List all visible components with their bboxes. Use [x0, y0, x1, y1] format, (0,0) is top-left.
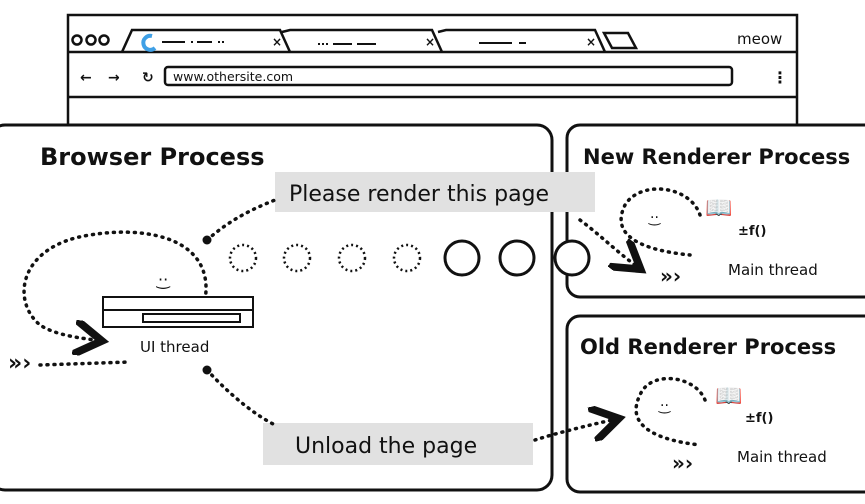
ui-thread-label: UI thread	[140, 338, 209, 356]
browser-process-box	[0, 123, 554, 492]
book-tools-icon: 📖	[715, 384, 742, 409]
new-main-thread-label: Main thread	[728, 261, 818, 279]
window-controls[interactable]	[71, 34, 110, 46]
address-bar[interactable]	[163, 65, 734, 87]
tab-2[interactable]	[281, 28, 444, 53]
tab-close-icon[interactable]: ×	[272, 35, 282, 49]
render-message-text: Please render this page	[289, 182, 549, 207]
forward-icon[interactable]: →	[108, 70, 120, 86]
thread-face-icon: ·͜·	[155, 270, 171, 290]
unload-message-arrow	[533, 420, 612, 442]
loading-spinner-icon	[141, 33, 157, 52]
book-tools-icon: 📖	[705, 196, 732, 221]
tab-3[interactable]	[437, 28, 607, 53]
render-message-box	[275, 172, 595, 212]
mini-browser-icon	[102, 296, 254, 328]
menu-icon[interactable]: ⋮	[772, 68, 788, 87]
tab-close-icon[interactable]: ×	[586, 35, 596, 49]
thread-face-icon: ·͜·	[647, 210, 661, 226]
thread-chevrons-icon: »›	[672, 451, 693, 475]
main-thread-loop	[634, 377, 707, 447]
tab-close-icon[interactable]: ×	[425, 35, 435, 49]
unload-message-line	[205, 368, 277, 427]
math-function-icon: ±f()	[738, 224, 766, 239]
back-icon[interactable]: ←	[80, 70, 92, 86]
ipc-messages	[228, 239, 591, 277]
url-text: www.othersite.com	[173, 69, 293, 84]
old-main-thread-label: Main thread	[737, 448, 827, 466]
old-renderer-process-box	[565, 314, 865, 494]
browser-process-title: Browser Process	[40, 143, 265, 171]
ui-thread-tail	[38, 360, 132, 367]
unload-message-box	[263, 423, 533, 465]
math-function-icon: ±f()	[745, 411, 773, 426]
thread-chevrons-icon: »›	[660, 264, 681, 288]
browser-window	[66, 13, 799, 125]
tab-title-placeholders	[162, 41, 526, 45]
old-renderer-title: Old Renderer Process	[580, 335, 836, 359]
ui-thread-loop	[22, 230, 208, 340]
profile-label: meow	[737, 30, 782, 48]
reload-icon[interactable]: ↻	[142, 70, 154, 86]
new-renderer-title: New Renderer Process	[583, 145, 850, 169]
render-message-arrow	[578, 218, 635, 265]
new-tab-button[interactable]	[601, 31, 639, 50]
main-thread-loop	[619, 187, 702, 257]
tab-1[interactable]	[120, 28, 292, 53]
thread-face-icon: ·͜·	[657, 398, 671, 414]
thread-chevrons-icon: »›	[8, 351, 31, 376]
render-message-line	[205, 198, 277, 242]
unload-message-text: Unload the page	[295, 434, 477, 459]
